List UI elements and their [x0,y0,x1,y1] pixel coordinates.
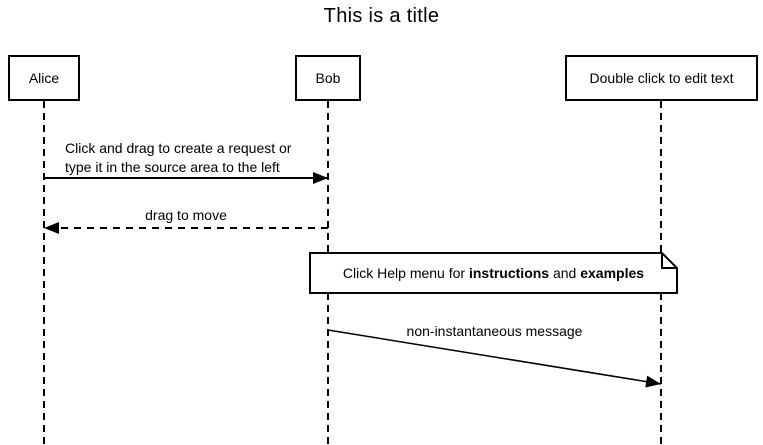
message-label-request[interactable]: Click and drag to create a request or ty… [65,139,291,177]
note-text-middle: and [549,265,581,281]
actor-box-alice[interactable]: Alice [8,55,80,101]
note-text-prefix: Click Help menu for [342,265,469,281]
note-shape[interactable] [309,252,678,294]
message-label-request-line2: type it in the source area to the left [65,159,280,175]
note-body[interactable] [309,252,678,294]
message-label-drag-to-move[interactable]: drag to move [145,207,227,223]
message-label-request-line1: Click and drag to create a request or [65,140,292,156]
actor-label-bob: Bob [315,70,341,86]
note-text-bold-instructions: instructions [468,265,550,281]
actor-box-bob[interactable]: Bob [295,55,361,101]
message-label-non-instantaneous[interactable]: non-instantaneous message [406,323,583,339]
note-fold-icon [661,253,677,269]
note-text-bold-examples: examples [580,265,645,281]
actor-label-edit-placeholder: Double click to edit text [589,70,734,86]
note-text[interactable]: Click Help menu for instructions and exa… [310,253,677,293]
diagram-title[interactable]: This is a title [323,5,440,27]
message-arrow-non-instantaneous[interactable] [327,329,662,388]
actor-box-edit-placeholder[interactable]: Double click to edit text [565,55,758,101]
actor-label-alice: Alice [28,70,60,86]
